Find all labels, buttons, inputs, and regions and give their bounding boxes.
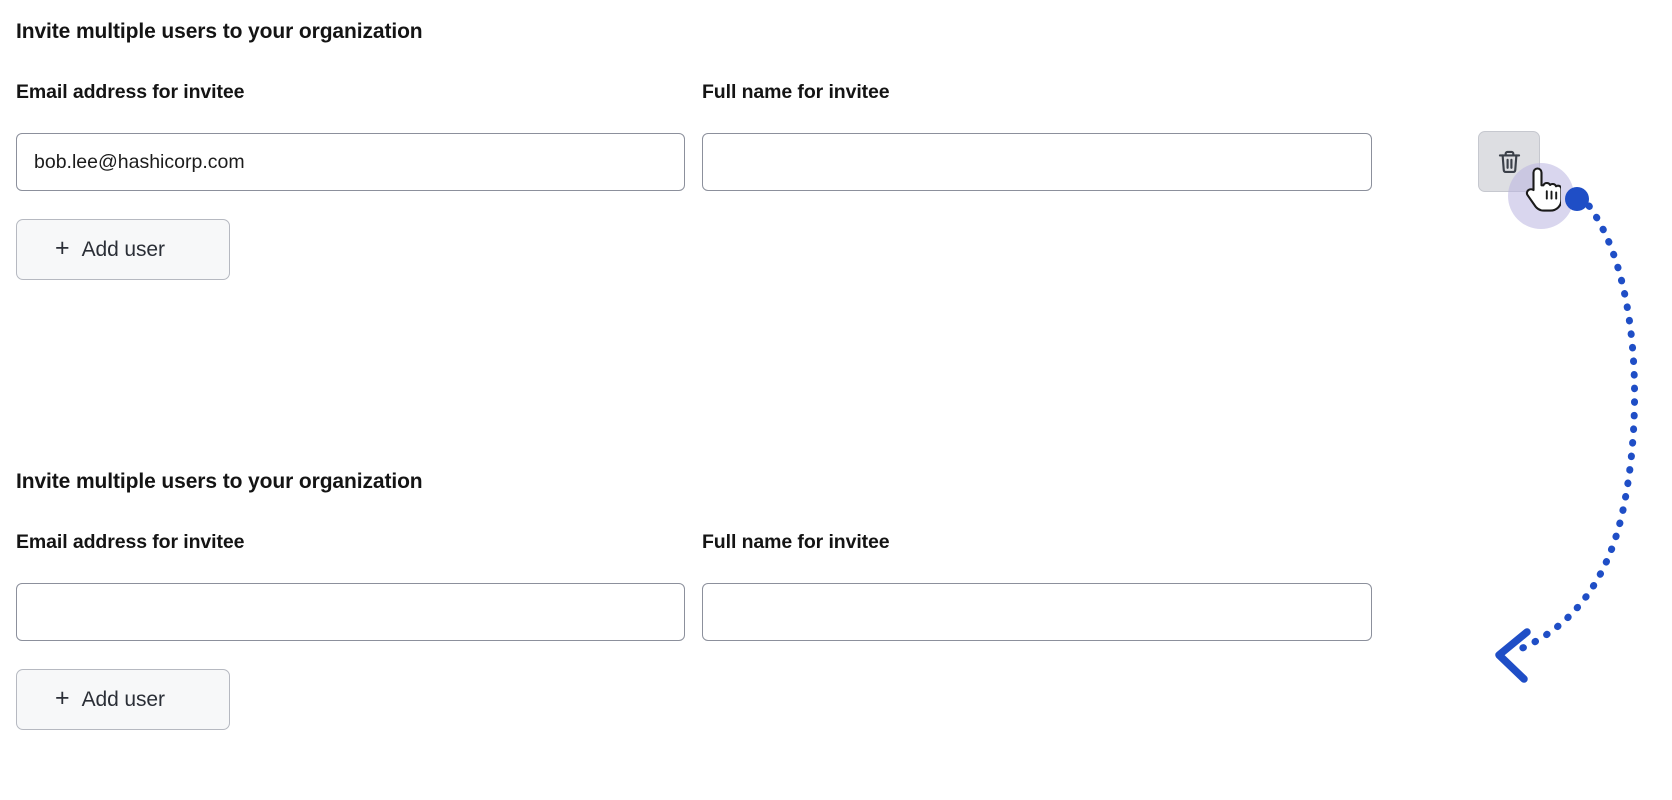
email-field-label-2: Email address for invitee	[16, 531, 245, 553]
add-user-button[interactable]: + Add user	[16, 219, 230, 280]
email-input-2[interactable]	[16, 583, 685, 641]
fullname-input-2[interactable]	[702, 583, 1372, 641]
plus-icon: +	[55, 234, 70, 262]
fullname-field-label: Full name for invitee	[702, 81, 890, 103]
email-input[interactable]	[16, 133, 685, 191]
add-user-label: Add user	[81, 237, 165, 261]
add-user-label-2: Add user	[81, 687, 165, 711]
trash-icon	[1496, 148, 1523, 176]
annotation-arrow-path	[1509, 202, 1639, 656]
fullname-input[interactable]	[702, 133, 1372, 191]
plus-icon: +	[55, 684, 70, 712]
annotation-arrowhead	[1495, 628, 1531, 683]
page-title: Invite multiple users to your organizati…	[16, 20, 423, 43]
annotation-start-dot	[1565, 187, 1589, 211]
email-field-label: Email address for invitee	[16, 81, 245, 103]
delete-invitee-button[interactable]	[1478, 131, 1540, 192]
page-title-2: Invite multiple users to your organizati…	[16, 470, 423, 493]
fullname-field-label-2: Full name for invitee	[702, 531, 890, 553]
add-user-button-2[interactable]: + Add user	[16, 669, 230, 730]
